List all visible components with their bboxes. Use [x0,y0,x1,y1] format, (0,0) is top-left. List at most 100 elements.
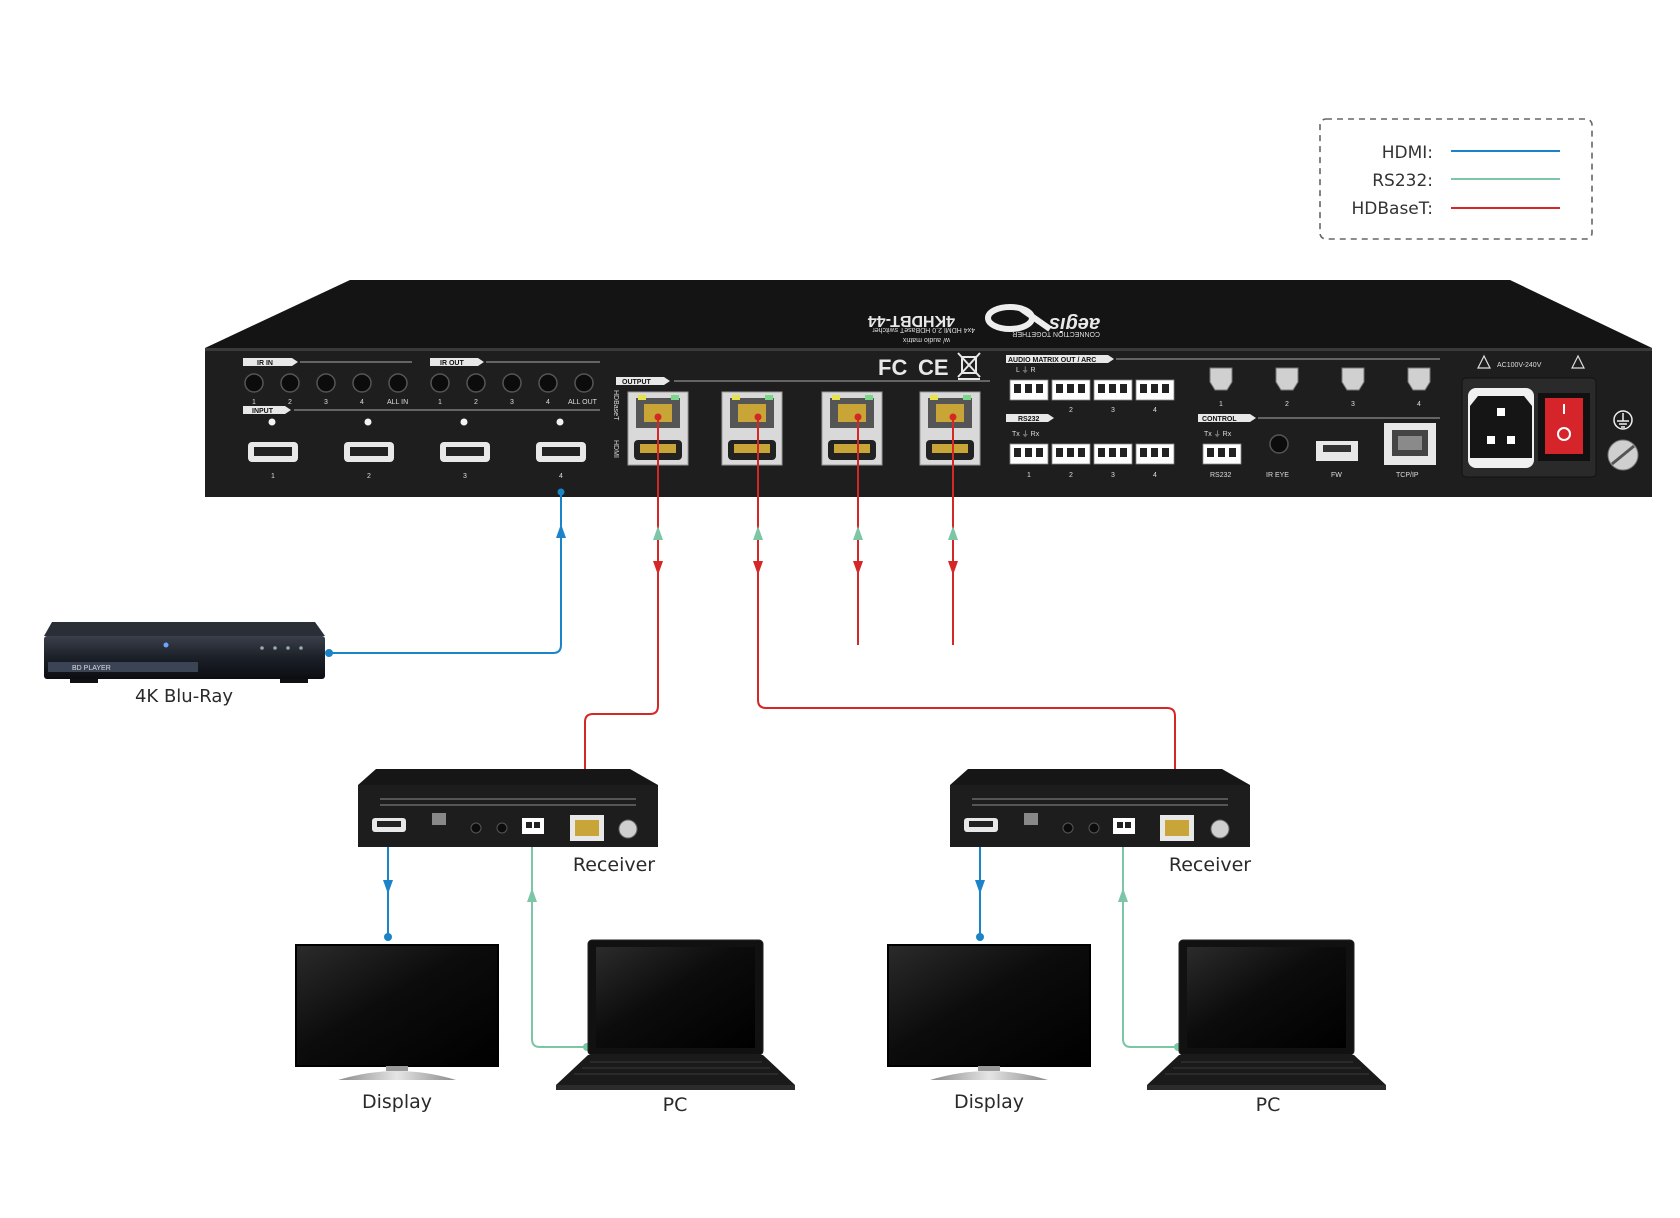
rs232-num-4: 4 [1153,472,1157,479]
hdmi-dot-display-left [384,933,392,941]
hdmi-dot-bluray [325,649,333,657]
ir-out-jack-2 [466,373,486,393]
input-section: INPUT 1 2 3 4 [243,406,600,480]
ir-eye-label: IR EYE [1266,472,1289,479]
hdbaset-vertical-label: HDBaseT [612,390,619,421]
ir-in-jack-3 [316,373,336,393]
hdbaset-cable-out2 [757,417,1176,826]
ir-jacks [244,373,594,393]
legend-hdbaset-label: HDBaseT: [1351,199,1433,219]
input-led-2 [364,418,372,426]
receiver-left-label: Receiver [573,854,655,876]
cables [325,413,1182,1051]
legend: HDMI: RS232: HDBaseT: [1319,118,1593,240]
display-right-label: Display [954,1091,1024,1113]
control-section: CONTROL Tx ⏚ Rx RS232 IR EYE FW TCP/IP [1198,414,1440,479]
optical-ports [1209,367,1431,391]
optical-num-1: 1 [1219,401,1223,408]
optical-num-4: 4 [1417,401,1421,408]
control-txrx-label: Tx ⏚ Rx [1204,430,1232,438]
legend-hdmi-label: HDMI: [1382,143,1433,163]
model-name: 4KHDBT-44 [868,312,955,329]
fcc-mark: FC [878,355,907,380]
ce-mark: CE [918,355,949,380]
control-rs232-terminal [1202,443,1242,465]
hdmi-dot-input4 [557,488,565,496]
hdbaset-dot-out2 [754,413,762,421]
hdmi-input-1 [248,442,298,462]
input-num-1: 1 [271,473,275,480]
output-port-3 [821,391,883,466]
power-inlet [1468,388,1534,468]
brand-tagline: CONNECTION TOGETHER [1012,330,1100,337]
rx-left-hdbaset-port [570,815,604,841]
ir-eye-jack [1269,434,1289,454]
rs232-arrow-left [527,888,537,902]
bluray-label: 4K Blu-Ray [135,686,233,707]
brand-logo-icon [985,304,1052,332]
audio-lr-label: L ⏚ R [1016,366,1036,374]
ir-out-jack-3 [502,373,522,393]
rs232-num-3: 3 [1111,472,1115,479]
ir-all-in-label: ALL IN [387,399,408,406]
audio-num-4: 4 [1153,407,1157,414]
hdmi-input-2 [344,442,394,462]
optical-num-2: 2 [1285,401,1289,408]
input-led-3 [460,418,468,426]
warning-icon [1477,354,1585,369]
ir-out-num-1: 1 [438,399,442,406]
display-left [295,944,499,1080]
model-desc1: 4x4 HDMI 2.0 HDBaseT switcher [872,326,975,333]
rs232-cable-left-pc [531,827,587,1048]
ir-out-num-4: 4 [546,399,550,406]
ground-icon [1613,410,1633,430]
hdmi-input-ports [248,442,586,462]
rx-right-rs232-port [1113,818,1135,834]
rx-right-hdmi-port [964,818,998,832]
ir-in-num-1: 1 [252,399,256,406]
hdmi-arrow-input4 [556,524,566,538]
optical-port-2 [1275,367,1299,391]
ir-in-label: IR IN [257,360,273,367]
matrix-top [205,280,1652,348]
ir-out-num-3: 3 [510,399,514,406]
hdmi-dot-display-right [976,933,984,941]
output-label: OUTPUT [622,379,652,386]
receiver-right [950,769,1250,847]
hdbaset-cable-out1 [584,417,659,826]
tcpip-port [1384,423,1436,465]
audio-num-3: 3 [1111,407,1115,414]
hdbaset-arrow-out3 [853,561,863,575]
bluray-logo-icon [163,642,169,648]
audio-label: AUDIO MATRIX OUT / ARC [1008,357,1096,364]
hdmi-input-4 [536,442,586,462]
ir-out-jack-1 [430,373,450,393]
input-num-4: 4 [559,473,563,480]
power-switch [1538,393,1590,461]
pc-left-laptop [556,939,795,1090]
rs232-arrow-out2 [753,526,763,540]
ir-out-jack-all [574,373,594,393]
optical-port-1 [1209,367,1233,391]
ground-screw [1607,439,1639,471]
hdmi-arrow-left-display [383,880,393,894]
ir-out-label: IR OUT [440,360,464,367]
output-port-2 [721,391,783,466]
fw-label: FW [1331,472,1342,479]
output-port-4 [919,391,981,466]
ir-in-num-3: 3 [324,399,328,406]
ir-out-num-2: 2 [474,399,478,406]
control-label: CONTROL [1202,416,1237,423]
legend-rs232-label: RS232: [1372,171,1433,191]
tcpip-label: TCP/IP [1396,472,1419,479]
matrix-switcher: aegis CONNECTION TOGETHER 4KHDBT-44 4x4 … [205,280,1652,497]
usb-fw-port [1316,441,1358,461]
weee-icon [957,352,981,380]
input-num-3: 3 [463,473,467,480]
optical-port-4 [1407,367,1431,391]
rs232-cable-right-pc [1122,827,1178,1048]
hdbaset-arrow-out2 [753,561,763,575]
rs232-arrow-out1 [653,526,663,540]
display-right [887,944,1091,1080]
